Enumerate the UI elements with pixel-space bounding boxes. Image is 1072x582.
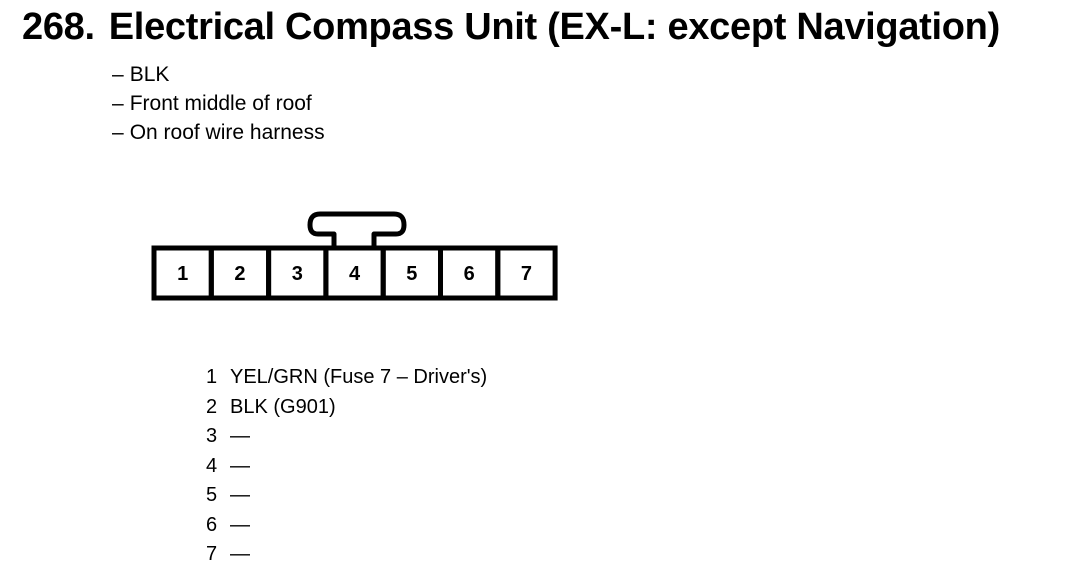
note-dash: – xyxy=(112,121,124,144)
pinout-row: 7— xyxy=(206,540,487,570)
pin-number: 4 xyxy=(206,454,218,477)
pin-number: 1 xyxy=(206,366,218,388)
note-color: –BLK xyxy=(112,60,325,89)
connector-lock-tab xyxy=(307,211,407,248)
connector-cavity-4: 4 xyxy=(323,245,386,301)
wire-description: — xyxy=(230,454,250,477)
note-harness: –On roof wire harness xyxy=(112,118,325,147)
component-number: 268. xyxy=(22,6,95,48)
pinout-row: 5— xyxy=(206,481,487,511)
pin-number: 5 xyxy=(206,484,218,506)
pin-number: 6 xyxy=(206,513,218,536)
cavity-number: 6 xyxy=(464,263,475,285)
component-name: Electrical Compass Unit (EX-L: except Na… xyxy=(108,6,1000,48)
connector-notes: –BLK –Front middle of roof –On roof wire… xyxy=(112,60,325,147)
cavity-number: 4 xyxy=(349,263,361,285)
connector-diagram: 1 2 3 4 5 6 7 xyxy=(151,211,558,301)
cavity-number: 1 xyxy=(177,263,188,285)
connector-cavity-2: 2 xyxy=(208,245,272,301)
connector-cavity-3: 3 xyxy=(266,245,329,301)
connector-cavity-6: 6 xyxy=(438,245,501,301)
note-text: BLK xyxy=(129,63,170,86)
note-dash: – xyxy=(112,92,124,115)
pinout-row: 2 BLK (G901) xyxy=(206,393,487,423)
wire-description: — xyxy=(230,543,250,565)
cavity-number: 2 xyxy=(234,263,245,285)
cavity-number: 5 xyxy=(406,263,417,285)
pin-number: 3 xyxy=(206,425,218,447)
wire-description: — xyxy=(230,513,250,536)
connector-cavity-7: 7 xyxy=(495,245,558,301)
page-title: 268. Electrical Compass Unit (EX-L: excep… xyxy=(22,4,1000,50)
wire-description: BLK (G901) xyxy=(230,395,336,418)
cavity-number: 3 xyxy=(292,263,303,285)
note-dash: – xyxy=(112,63,124,86)
wire-description: — xyxy=(230,484,250,506)
note-text: Front middle of roof xyxy=(129,92,312,115)
cavity-outline xyxy=(495,245,558,301)
note-text: On roof wire harness xyxy=(129,121,325,144)
pin-number: 7 xyxy=(206,543,218,565)
pinout-row: 1 YEL/GRN (Fuse 7 – Driver's) xyxy=(206,363,487,393)
pinout-list: 1 YEL/GRN (Fuse 7 – Driver's) 2 BLK (G901)… xyxy=(206,363,487,570)
connector-cavity-5: 5 xyxy=(380,245,443,301)
connector-cavities: 1 2 3 4 5 6 7 xyxy=(151,245,558,301)
cavity-number: 7 xyxy=(521,263,532,285)
pinout-row: 4— xyxy=(206,452,487,482)
wire-description: — xyxy=(230,425,250,447)
pin-number: 2 xyxy=(206,395,218,418)
note-location: –Front middle of roof xyxy=(112,89,325,118)
pinout-row: 3— xyxy=(206,422,487,452)
pinout-row: 6— xyxy=(206,511,487,541)
connector-cavity-1: 1 xyxy=(151,245,214,301)
wire-description: YEL/GRN (Fuse 7 – Driver's) xyxy=(230,366,488,388)
